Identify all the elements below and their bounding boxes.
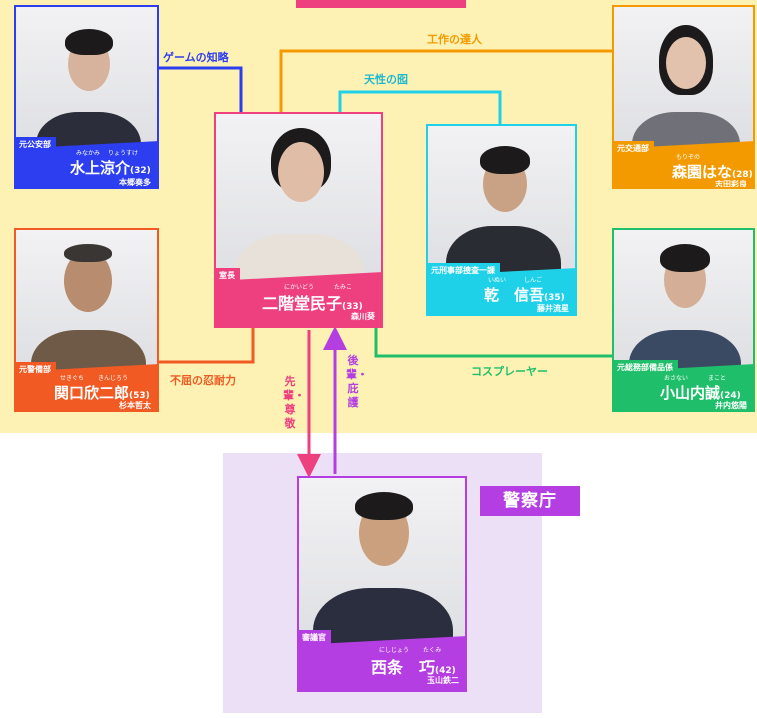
character-card-morizono[interactable]: 元交通部 もりぞの 森園はな(28) 志田彩良 <box>612 5 755 189</box>
actor-mizukami: 本郷奏多 <box>119 178 151 187</box>
name-morizono: 森園はな(28) <box>672 163 753 181</box>
actor-sekiguchi: 杉本哲太 <box>119 401 151 410</box>
character-card-sekiguchi[interactable]: 元警備部 せきぐち きんじろう 関口欣二郎(53) 杉本哲太 <box>14 228 159 412</box>
actor-morizono: 志田彩良 <box>715 180 747 189</box>
relation-kouhai-higo: 後輩・庇護 <box>346 354 368 409</box>
line-tensei <box>338 90 502 125</box>
line-cosplayer <box>374 327 612 358</box>
actor-nikaido: 森川葵 <box>351 312 375 321</box>
role-saijo: 審議官 <box>299 630 331 645</box>
relation-senpai-sonkei: 先輩・尊敬 <box>283 375 305 430</box>
ruby-given-inui: しんご <box>524 277 543 284</box>
character-card-nikaido[interactable]: 室長 にかいどう たみこ 二階堂民子(33) 森川葵 <box>214 112 383 328</box>
character-card-oyamauchi[interactable]: 元総務部備品係 おさない まこと 小山内誠(24) 井内悠陽 <box>612 228 755 412</box>
ruby-family-oyamauchi: おさない <box>664 375 689 382</box>
relation-tensei: 天性の囮 <box>364 73 408 86</box>
ruby-given-sekiguchi: きんじろう <box>98 375 129 382</box>
line-fukutsu <box>157 327 255 364</box>
name-sekiguchi: 関口欣二郎(53) <box>54 384 150 402</box>
character-card-saijo[interactable]: 審議官 にしじょう たくみ 西条 巧(42) 玉山鉄二 <box>297 476 467 692</box>
name-mizukami: 水上涼介(32) <box>70 159 151 177</box>
actor-oyamauchi: 井内悠陽 <box>715 401 747 410</box>
line-kousaku <box>279 49 612 113</box>
role-mizukami: 元公安部 <box>16 137 56 152</box>
ruby-family-nikaido: にかいどう <box>284 284 315 291</box>
role-nikaido: 室長 <box>216 268 240 283</box>
character-card-inui[interactable]: 元刑事部捜査一課 いぬい しんご 乾 信吾(35) 藤井流星 <box>426 124 577 316</box>
ruby-given-saijo: たくみ <box>423 647 442 654</box>
relation-fukutsu: 不屈の忍耐力 <box>170 374 236 387</box>
relation-cosplayer: コスプレーヤー <box>471 365 548 378</box>
relation-kousaku: 工作の達人 <box>427 33 482 46</box>
ruby-given-mizukami: りょうすけ <box>108 150 139 157</box>
ruby-family-inui: いぬい <box>488 277 507 284</box>
ruby-given-nikaido: たみこ <box>334 284 353 291</box>
name-saijo: 西条 巧(42) <box>371 658 456 677</box>
name-nikaido: 二階堂民子(33) <box>262 294 363 313</box>
team-header-tab <box>296 0 466 8</box>
actor-saijo: 玉山鉄二 <box>427 676 459 685</box>
role-inui: 元刑事部捜査一課 <box>428 263 500 278</box>
ruby-family-sekiguchi: せきぐち <box>60 375 85 382</box>
name-inui: 乾 信吾(35) <box>484 286 565 304</box>
name-oyamauchi: 小山内誠(24) <box>660 384 741 402</box>
relation-game-chi: ゲームの知略 <box>163 51 229 64</box>
ruby-given-oyamauchi: まこと <box>708 375 727 382</box>
ruby-family-morizono: もりぞの <box>676 154 701 161</box>
role-sekiguchi: 元警備部 <box>16 362 56 377</box>
ruby-family-saijo: にしじょう <box>379 647 410 654</box>
police-agency-label: 警察庁 <box>480 486 580 516</box>
name-band-nikaido <box>216 272 381 326</box>
role-oyamauchi: 元総務部備品係 <box>614 360 678 375</box>
name-band-saijo <box>299 636 465 690</box>
character-card-mizukami[interactable]: 元公安部 みなかみ りょうすけ 水上涼介(32) 本郷奏多 <box>14 5 159 189</box>
ruby-family-mizukami: みなかみ <box>76 150 101 157</box>
line-game-chi <box>157 66 243 113</box>
role-morizono: 元交通部 <box>614 141 654 156</box>
actor-inui: 藤井流星 <box>537 304 569 313</box>
